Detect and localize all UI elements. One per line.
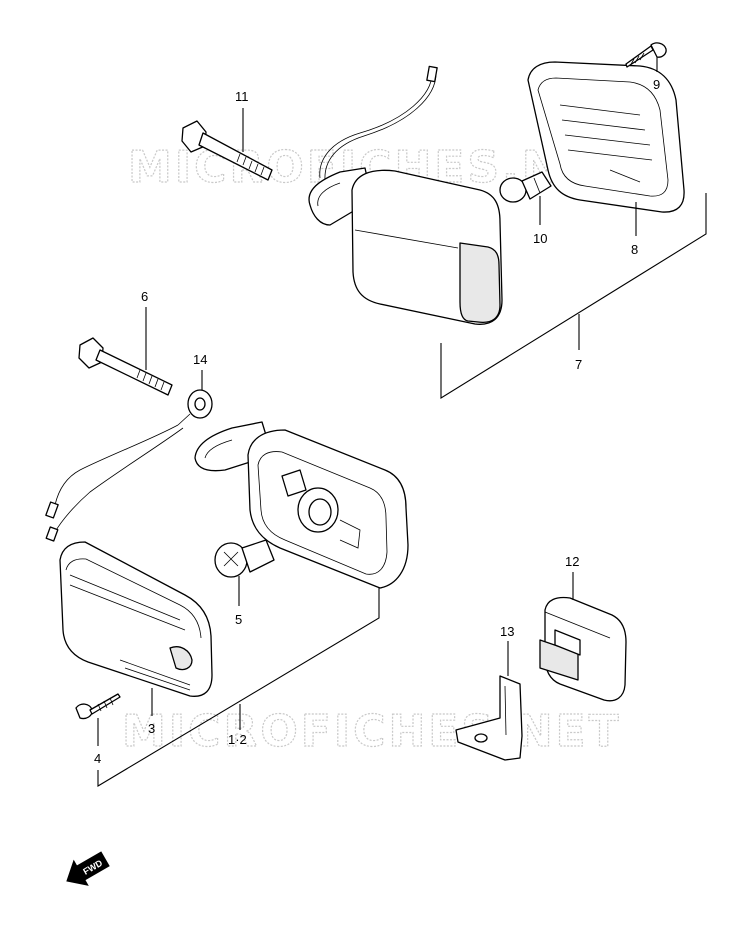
part-9-screw bbox=[625, 42, 667, 68]
part-10-bulb bbox=[499, 171, 552, 203]
part-5-bulb bbox=[214, 539, 275, 578]
callout-1-2: 1·2 bbox=[228, 732, 247, 747]
watermark-bottom: MICROFICHES.NET bbox=[122, 706, 622, 757]
part-1-2-turn-signal-lower bbox=[45, 421, 409, 589]
callout-11: 11 bbox=[235, 89, 249, 104]
callout-8: 8 bbox=[631, 242, 638, 257]
callout-7: 7 bbox=[575, 357, 582, 372]
bracket-1-2 bbox=[97, 588, 380, 787]
part-12-relay bbox=[539, 596, 627, 702]
callout-4: 4 bbox=[94, 751, 101, 766]
part-14-washer bbox=[177, 389, 213, 426]
part-13-bracket bbox=[455, 675, 523, 761]
callout-10: 10 bbox=[533, 231, 547, 246]
forward-arrow-icon: FWD bbox=[66, 851, 110, 886]
callout-13: 13 bbox=[500, 624, 514, 639]
part-3-lens bbox=[59, 541, 213, 697]
callout-5: 5 bbox=[235, 612, 242, 627]
part-11-bolt bbox=[181, 120, 273, 181]
part-8-lens bbox=[527, 61, 685, 213]
callout-3: 3 bbox=[148, 721, 155, 736]
callout-6: 6 bbox=[141, 289, 148, 304]
part-7-turn-signal-upper bbox=[308, 65, 503, 325]
bracket-7 bbox=[440, 193, 707, 399]
part-4-screw bbox=[75, 693, 121, 720]
callout-14: 14 bbox=[193, 352, 207, 367]
callout-12: 12 bbox=[565, 554, 579, 569]
callout-9: 9 bbox=[653, 77, 660, 92]
part-6-bolt bbox=[78, 337, 173, 396]
